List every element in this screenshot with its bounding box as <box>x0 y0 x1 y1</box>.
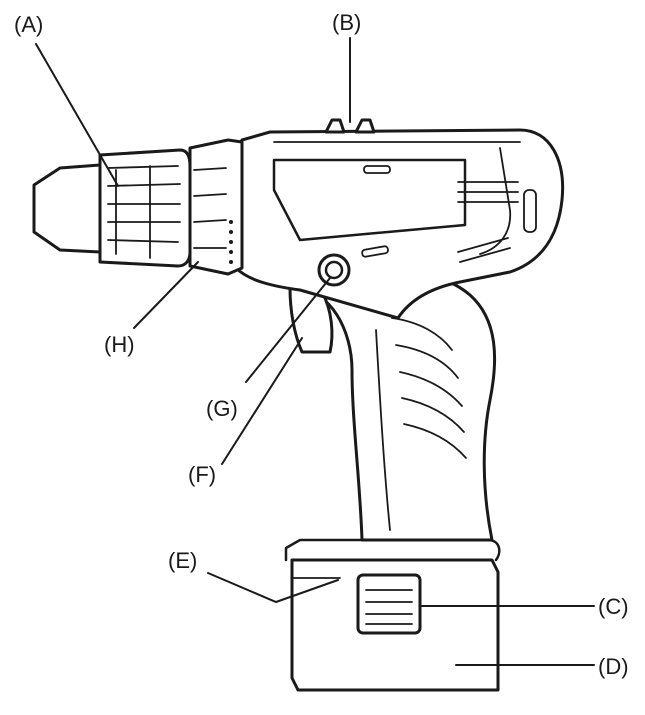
leader-lines <box>35 37 595 666</box>
callout-e: (E) <box>168 548 197 573</box>
callout-g: (G) <box>206 396 238 421</box>
clutch-collar <box>188 138 244 276</box>
handle-grip <box>296 270 497 542</box>
top-switch <box>324 118 376 134</box>
callout-a: (A) <box>14 12 43 37</box>
callout-h: (H) <box>104 332 135 357</box>
rotation-selector <box>317 253 351 287</box>
callout-d: (D) <box>598 654 629 679</box>
callout-f: (F) <box>188 462 216 487</box>
motor-housing <box>234 128 565 320</box>
callout-c: (C) <box>598 594 629 619</box>
trigger <box>288 286 334 354</box>
battery-release-button <box>356 573 422 635</box>
keyless-chuck <box>32 148 192 268</box>
callout-b: (B) <box>332 10 361 35</box>
